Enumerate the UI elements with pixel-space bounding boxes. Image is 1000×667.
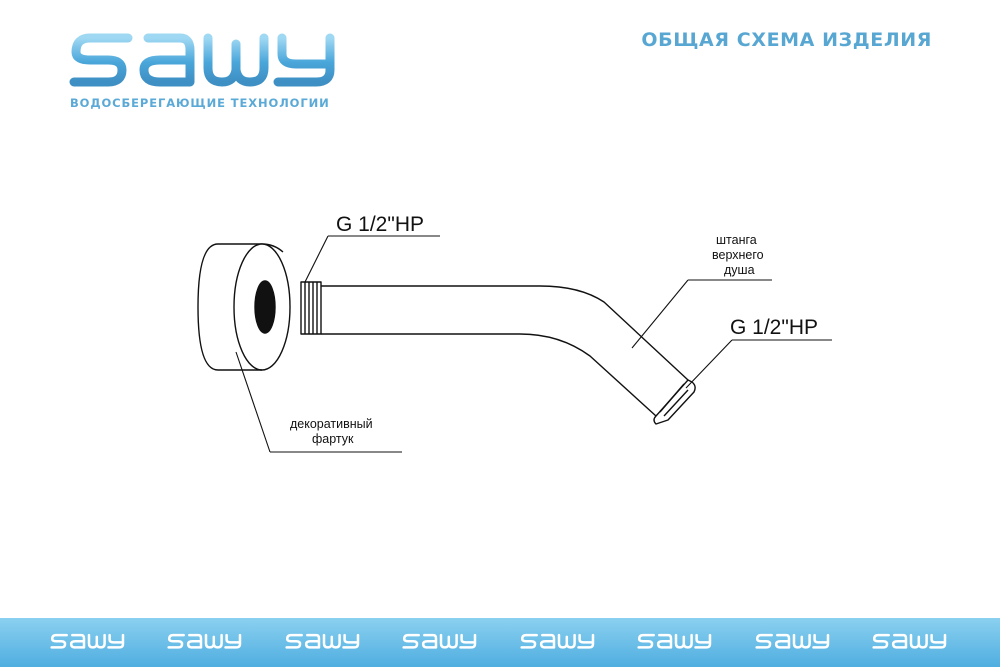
footer-brand-logo xyxy=(872,630,950,656)
thread-left xyxy=(300,281,322,335)
flange-label-line2: фартук xyxy=(312,432,354,446)
footer-brand-logo xyxy=(755,630,833,656)
thread-right xyxy=(653,379,696,425)
footer-brand-logo xyxy=(637,630,715,656)
brand-tagline: ВОДОСБЕРЕГАЮЩИЕ ТЕХНОЛОГИИ xyxy=(70,96,330,110)
footer-brand-logo xyxy=(520,630,598,656)
arm-label-line3: душа xyxy=(724,263,755,277)
shower-arm xyxy=(321,285,689,417)
footer-brand-logo xyxy=(285,630,363,656)
arm-label-line1: штанга xyxy=(716,233,757,247)
footer-brand-logo xyxy=(50,630,128,656)
arm-label-line2: верхнего xyxy=(712,248,764,262)
flange-label-line1: декоративный xyxy=(290,417,373,431)
thread-right-label: G 1/2"HP xyxy=(730,316,818,339)
footer-brand-logo xyxy=(402,630,480,656)
page-title: ОБЩАЯ СХЕМА ИЗДЕЛИЯ xyxy=(641,29,932,51)
brand-logo xyxy=(68,24,348,114)
thread-left-label: G 1/2"HP xyxy=(336,213,424,236)
footer-band xyxy=(0,618,1000,667)
decorative-flange xyxy=(197,243,291,371)
footer-brand-logo xyxy=(167,630,245,656)
